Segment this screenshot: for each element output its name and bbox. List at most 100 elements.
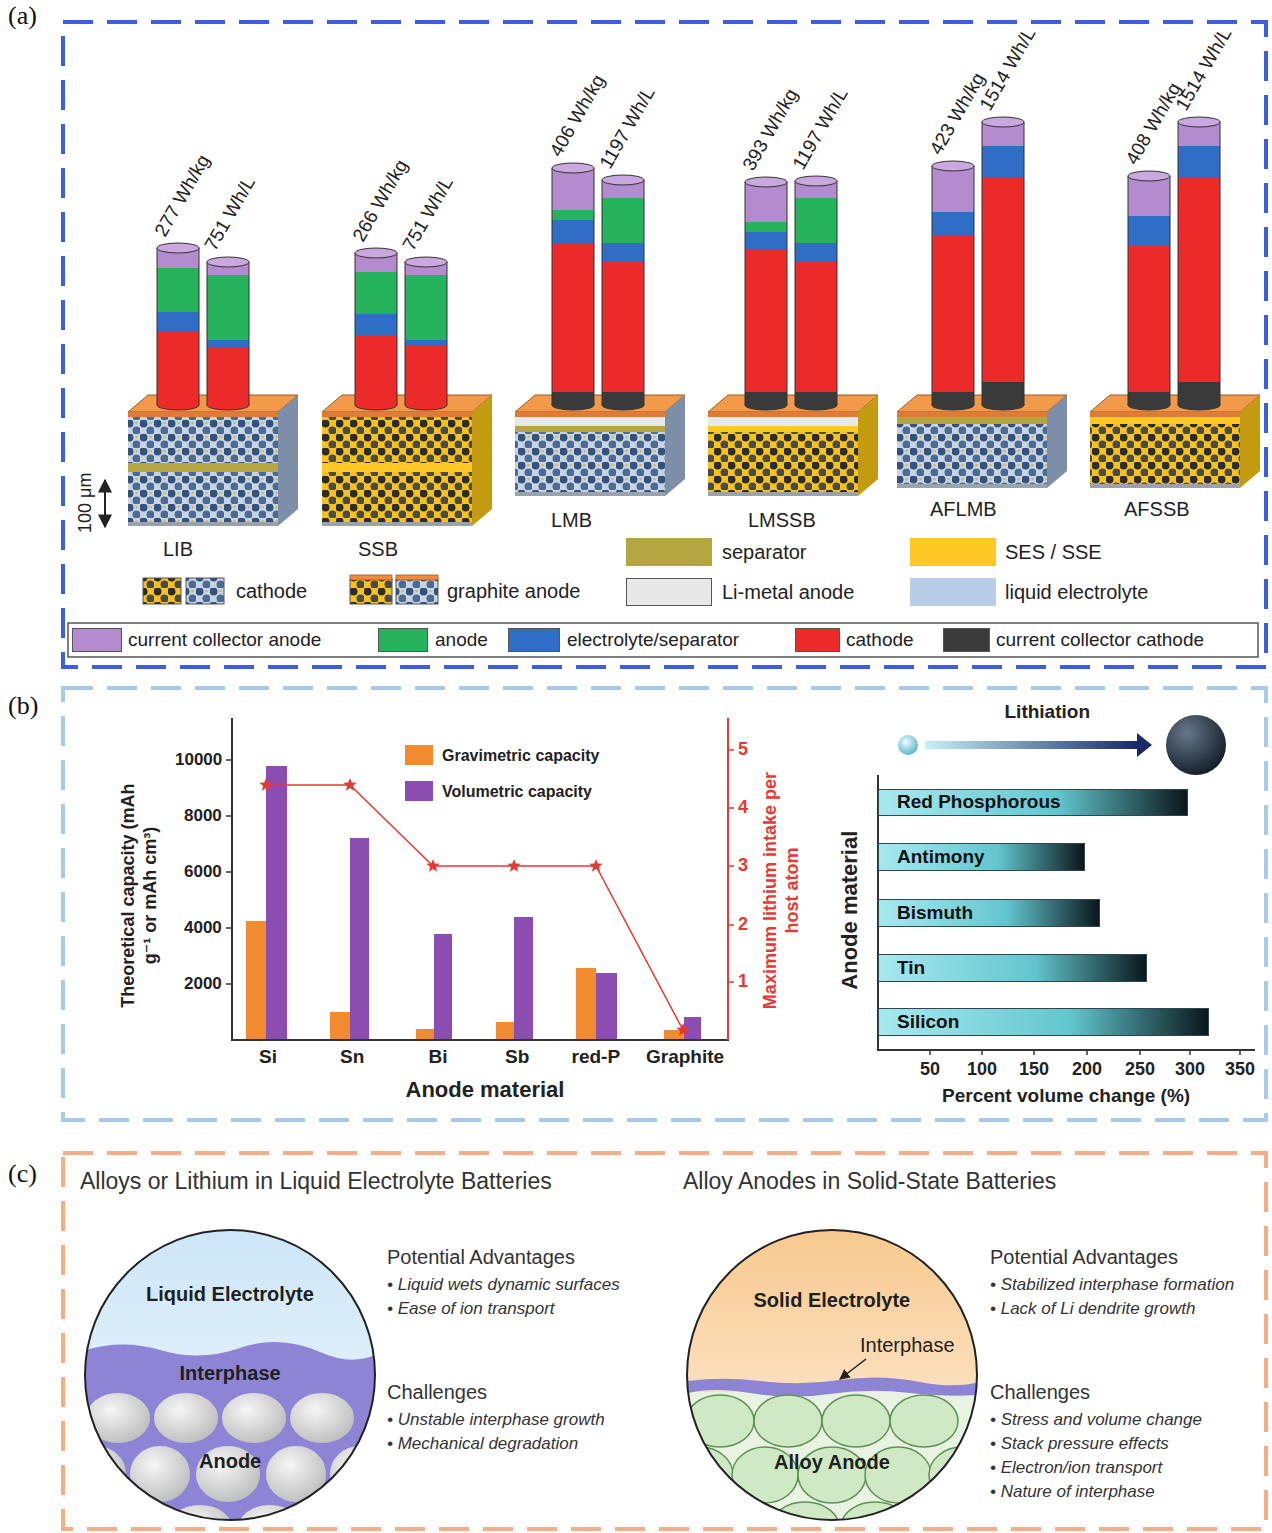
energy-cylinders <box>932 161 974 171</box>
capacity-chart <box>231 1039 729 1041</box>
legend-swatch <box>626 538 712 566</box>
volume-chart <box>1166 715 1226 775</box>
energy-cylinders <box>552 243 594 392</box>
liquid-interface-circle <box>288 1391 356 1445</box>
legend-samples <box>68 623 1258 657</box>
energy-cylinders <box>602 180 644 405</box>
energy-cylinders <box>795 181 837 405</box>
solid-interface-circle <box>701 1502 769 1533</box>
axis-label: 1197 Wh/L <box>595 83 660 173</box>
liquid-interface-circle <box>328 1444 392 1504</box>
capacity-chart <box>728 750 734 982</box>
cell-slabs <box>665 395 685 496</box>
label-text: 350 <box>1225 1059 1255 1081</box>
liquid-interface-circle <box>166 1503 234 1533</box>
energy-cylinders <box>1178 178 1220 382</box>
legend-text: separator <box>722 540 807 564</box>
cell-slabs <box>128 472 278 522</box>
label-text: Interphase <box>860 1333 955 1357</box>
cell-slabs <box>897 424 1047 484</box>
node-text: Alloy Anode <box>774 1450 890 1474</box>
legend-swatch <box>910 538 996 566</box>
cell-slabs <box>128 522 278 526</box>
capacity-chart <box>350 838 369 1040</box>
volume-chart <box>877 1049 1255 1051</box>
label-text: LMSSB <box>748 508 816 532</box>
capacity-chart <box>507 859 520 872</box>
label-text: • Lack of Li dendrite growth <box>990 1299 1195 1319</box>
label-text: Potential Advantages <box>387 1245 575 1269</box>
label-text: • Unstable interphase growth <box>387 1410 605 1430</box>
node-text: Anode <box>199 1449 261 1473</box>
liquid-interface-circle <box>128 1444 192 1504</box>
axis-label: 751 Wh/L <box>200 173 260 255</box>
label-text: 200 <box>1072 1059 1102 1081</box>
solid-interface-circle <box>929 1447 995 1503</box>
capacity-chart <box>226 718 734 1040</box>
volume-bar: Bismuth <box>878 899 1100 927</box>
energy-cylinders <box>157 312 199 332</box>
panel-borders <box>63 1153 1266 1529</box>
node-text: Antimony <box>897 846 985 869</box>
liquid-interface-circle <box>264 1444 328 1504</box>
interface-circle: Liquid ElectrolyteInterphaseAnode <box>85 1230 375 1520</box>
energy-cylinders <box>355 248 397 410</box>
legend-samples <box>396 575 438 580</box>
label-text: 10000 <box>175 750 222 770</box>
capacity-chart <box>246 921 266 1040</box>
scale-bar <box>105 480 106 527</box>
volume-bar: Red Phosphorous <box>878 789 1188 816</box>
energy-cylinders <box>1128 171 1170 410</box>
capacity-chart <box>727 718 729 1040</box>
energy-cylinders <box>745 182 787 405</box>
node-text: (b) <box>8 690 38 721</box>
label-text: AFSSB <box>1124 497 1190 521</box>
label-text: Sn <box>340 1046 364 1069</box>
cell-slabs <box>128 417 278 463</box>
liquid-interface-circle <box>84 1391 152 1445</box>
legend-swatch <box>626 578 712 606</box>
node-text: Bismuth <box>897 902 973 925</box>
label-text: 2000 <box>184 974 222 994</box>
cell-slabs <box>515 426 665 432</box>
energy-cylinders <box>207 262 249 405</box>
axis-label: 406 Wh/kg <box>545 71 610 161</box>
energy-cylinders <box>795 262 837 392</box>
energy-cylinders <box>355 253 397 405</box>
cell-slabs <box>708 492 858 496</box>
volume-chart <box>898 735 918 755</box>
capacity-chart <box>266 785 683 1030</box>
volume-chart <box>925 741 1137 749</box>
label-text: Alloys or Lithium in Liquid Electrolyte … <box>80 1168 552 1196</box>
energy-cylinders <box>1178 122 1220 405</box>
capacity-chart <box>246 921 684 1040</box>
cell-slabs <box>128 395 1260 526</box>
label-text: • Mechanical degradation <box>387 1434 578 1454</box>
legend-swatch <box>405 781 433 801</box>
cell-slabs <box>322 463 472 472</box>
cell-slabs <box>515 492 665 496</box>
energy-cylinders <box>207 257 249 410</box>
cell-slabs <box>515 412 665 417</box>
energy-cylinders <box>552 168 594 405</box>
energy-cylinders <box>405 340 447 346</box>
solid-interface-circle <box>822 1395 890 1447</box>
legend-samples <box>143 578 181 604</box>
capacity-chart <box>676 1023 689 1036</box>
cell-slabs <box>515 432 665 492</box>
cell-slabs <box>322 417 472 463</box>
label-text: red-P <box>572 1046 621 1069</box>
cell-slabs <box>322 522 472 526</box>
label-text: Lithiation <box>1005 701 1090 724</box>
energy-cylinders <box>795 176 837 410</box>
node-text: (c) <box>8 1158 37 1189</box>
legend-samples <box>396 579 438 604</box>
liquid-interface-circle <box>306 1503 374 1533</box>
axis-label: 277 Wh/kg <box>150 151 215 241</box>
energy-cylinders <box>207 340 249 347</box>
energy-cylinders <box>795 392 837 405</box>
solid-interface-circle <box>680 1377 990 1396</box>
label-text: Bi <box>429 1046 448 1069</box>
label-text: 100 <box>967 1059 997 1081</box>
